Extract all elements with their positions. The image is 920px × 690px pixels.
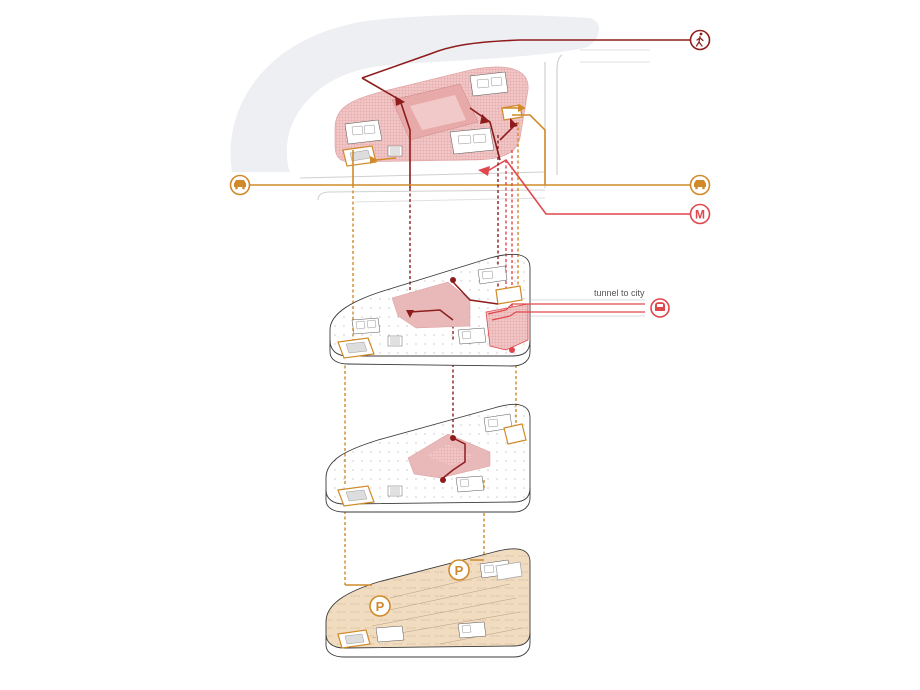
car-icon <box>229 174 251 196</box>
route-node <box>440 477 446 483</box>
building-core <box>351 317 381 335</box>
metro-icon: M <box>689 203 711 225</box>
pedestrian-icon <box>689 29 711 51</box>
car-ramp <box>337 485 375 507</box>
building-core <box>477 265 508 285</box>
car-entrance-ground <box>342 145 377 167</box>
tunnel-label: tunnel to city <box>594 288 645 298</box>
road-edge <box>580 49 650 63</box>
pedestrian-route-l2 <box>442 437 466 479</box>
metro-symbol: M <box>695 208 705 222</box>
landscape <box>230 14 650 203</box>
parking-stalls <box>371 571 523 645</box>
vehicle-arrows <box>370 104 526 164</box>
tunnel-edge <box>530 299 645 317</box>
road-edge <box>317 189 546 201</box>
level-minus-2 <box>325 404 531 513</box>
landscape-blob <box>230 14 600 172</box>
pedestrian-arrows <box>395 96 518 128</box>
metro-route-ground <box>485 158 690 215</box>
vehicle-route-ground <box>250 107 690 186</box>
metro-concourse <box>485 303 529 351</box>
building-core <box>375 625 405 643</box>
tunnel-route <box>487 303 645 321</box>
stair-block <box>387 145 403 157</box>
parking-icon: P <box>448 559 470 581</box>
building-core <box>457 621 487 639</box>
stair-block <box>387 335 403 347</box>
ground-building <box>469 71 509 97</box>
road-edge <box>299 171 546 179</box>
parking-symbol: P <box>376 599 385 614</box>
building-core <box>457 327 487 345</box>
road-edge <box>354 197 546 203</box>
parking-symbol: P <box>455 563 464 578</box>
car-ramp <box>503 423 527 445</box>
train-icon <box>650 298 670 318</box>
parking-icon: P <box>369 595 391 617</box>
central-court-inner <box>410 95 466 130</box>
building-core <box>455 475 485 493</box>
ground-building <box>449 127 495 155</box>
ground-level-plaza <box>334 66 529 167</box>
road-edge <box>556 54 563 175</box>
ground-building <box>344 119 383 145</box>
car-icon <box>689 174 711 196</box>
car-ramp <box>337 629 371 649</box>
car-ramp <box>337 337 375 359</box>
metro-arrow <box>478 166 490 176</box>
level-minus-1: tunnel to city <box>329 254 670 367</box>
plaza-inner <box>426 444 474 466</box>
car-ramp <box>495 561 523 581</box>
plaza-area <box>391 281 471 329</box>
car-ramp <box>495 285 523 305</box>
route-node <box>450 277 456 283</box>
pedestrian-route-l1 <box>409 281 499 321</box>
route-node <box>509 347 515 353</box>
level-minus-3-parking: P P <box>325 548 531 658</box>
pedestrian-arrow <box>406 310 414 318</box>
route-node <box>450 435 456 441</box>
stair-block <box>387 485 403 497</box>
